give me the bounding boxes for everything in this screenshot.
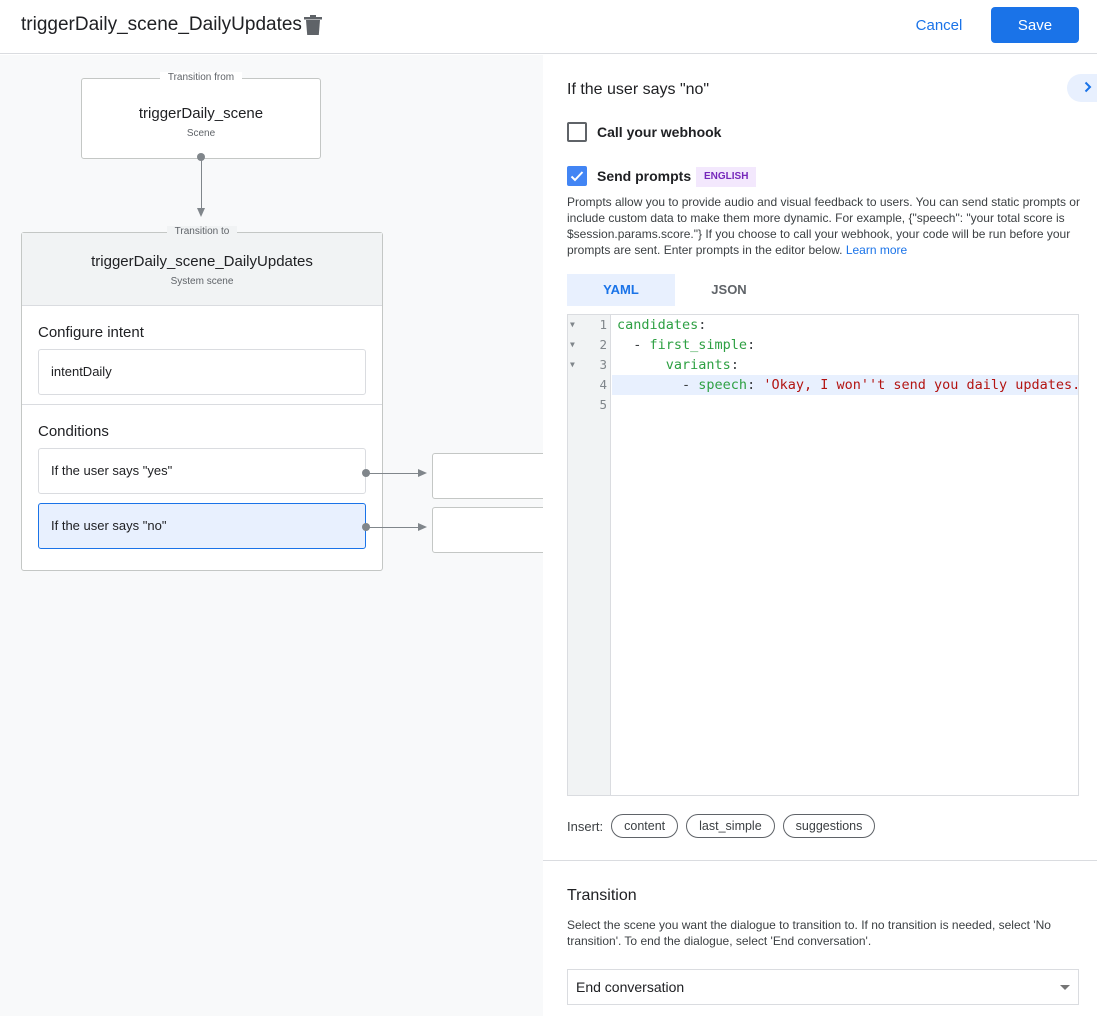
tab-json[interactable]: JSON — [711, 282, 747, 297]
condition-panel: If the user says "no" Call your webhook … — [543, 55, 1097, 1016]
no-target-node[interactable] — [432, 507, 543, 553]
page-title: triggerDaily_scene_DailyUpdates — [21, 14, 302, 35]
conditions-section: Conditions If the user says "yes" If the… — [22, 405, 382, 549]
insert-bar: Insert: content last_simple suggestions — [567, 814, 876, 838]
save-button[interactable]: Save — [991, 7, 1079, 43]
check-icon — [570, 171, 584, 182]
fold-arrow-icon[interactable]: ▼ — [570, 340, 575, 349]
trash-icon[interactable] — [304, 15, 322, 35]
code-line[interactable]: - speech: 'Okay, I won''t send you daily… — [612, 375, 1078, 395]
insert-content-chip[interactable]: content — [611, 814, 679, 838]
configure-intent-section: Configure intent intentDaily — [22, 306, 382, 405]
configure-intent-heading: Configure intent — [38, 324, 144, 341]
code-colon: : — [698, 317, 707, 333]
condition-yes[interactable]: If the user says "yes" — [38, 448, 366, 494]
code-indent — [617, 357, 666, 373]
code-colon: : — [730, 357, 739, 373]
line-number: ▼1 — [568, 315, 610, 335]
transition-to-legend: Transition to — [166, 226, 238, 237]
to-scene-name: triggerDaily_scene_DailyUpdates — [91, 253, 313, 270]
transition-title: Transition — [567, 887, 637, 904]
arrow-right-icon — [418, 469, 427, 477]
line-gutter: ▼1▼2▼3 4 5 — [568, 315, 611, 795]
line-number: ▼3 — [568, 355, 610, 375]
webhook-label: Call your webhook — [597, 124, 722, 140]
code-line[interactable]: variants: — [612, 355, 1078, 375]
intent-field[interactable]: intentDaily — [38, 349, 366, 395]
arrow-right-icon — [418, 523, 427, 531]
to-scene-type: System scene — [170, 276, 234, 287]
send-prompts-checkbox[interactable] — [567, 166, 587, 186]
from-scene-type: Scene — [186, 128, 216, 139]
scene-canvas: Transition from triggerDaily_scene Scene… — [0, 55, 543, 1016]
prompts-description: Prompts allow you to provide audio and v… — [567, 194, 1083, 258]
code-colon: : — [747, 377, 756, 393]
transition-selected-value: End conversation — [576, 979, 685, 995]
line-number: 4 — [599, 377, 607, 392]
webhook-checkbox[interactable] — [567, 122, 587, 142]
code-area[interactable]: candidates: - first_simple: variants: - … — [612, 315, 1078, 415]
code-indent: - — [617, 337, 650, 353]
code-colon: : — [747, 337, 756, 353]
line-number: 5 — [599, 397, 607, 412]
dropdown-arrow-icon — [1060, 985, 1070, 990]
expand-panel-button[interactable] — [1067, 74, 1097, 102]
transition-select[interactable]: End conversation — [567, 969, 1079, 1005]
condition-no[interactable]: If the user says "no" — [38, 503, 366, 549]
code-key: first_simple — [649, 337, 748, 353]
chevron-right-icon — [1084, 81, 1092, 92]
code-key: variants — [665, 357, 731, 373]
divider — [543, 860, 1097, 861]
top-bar: triggerDaily_scene_DailyUpdates Cancel S… — [0, 0, 1097, 54]
format-tabs: YAML JSON — [567, 274, 783, 306]
transition-from-node[interactable]: Transition from triggerDaily_scene Scene — [81, 72, 321, 159]
fold-arrow-icon[interactable]: ▼ — [570, 320, 575, 329]
from-scene-name: triggerDaily_scene — [138, 105, 264, 122]
transition-from-legend: Transition from — [159, 72, 243, 83]
tab-yaml[interactable]: YAML — [567, 274, 675, 306]
line-number: ▼2 — [568, 335, 610, 355]
cancel-button[interactable]: Cancel — [904, 8, 974, 42]
arrow-down-icon — [197, 208, 205, 217]
code-line[interactable] — [612, 395, 1078, 415]
conditions-heading: Conditions — [38, 423, 109, 440]
yes-target-node[interactable] — [432, 453, 543, 499]
transition-to-node: Transition to triggerDaily_scene_DailyUp… — [21, 226, 383, 571]
code-key: speech — [698, 377, 748, 393]
panel-title: If the user says "no" — [567, 81, 710, 98]
code-line[interactable]: candidates: — [612, 315, 1078, 335]
code-indent: - — [617, 377, 699, 393]
insert-label: Insert: — [567, 818, 604, 834]
language-badge: ENGLISH — [696, 167, 757, 187]
connector-line — [366, 527, 418, 528]
prompts-description-text: Prompts allow you to provide audio and v… — [567, 195, 1080, 257]
learn-more-link[interactable]: Learn more — [845, 243, 908, 257]
insert-last-simple-chip[interactable]: last_simple — [686, 814, 775, 838]
code-string: 'Okay, I won''t send you daily updates.' — [755, 377, 1078, 393]
connector-line — [366, 473, 418, 474]
connector-line — [201, 157, 202, 209]
code-key: candidates — [617, 317, 699, 333]
transition-description: Select the scene you want the dialogue t… — [567, 918, 1051, 948]
send-prompts-label: Send prompts — [597, 168, 692, 184]
code-line[interactable]: - first_simple: — [612, 335, 1078, 355]
code-editor[interactable]: ▼1▼2▼3 4 5 candidates: - first_simple: var… — [567, 314, 1079, 796]
insert-suggestions-chip[interactable]: suggestions — [782, 814, 876, 838]
fold-arrow-icon[interactable]: ▼ — [570, 360, 575, 369]
